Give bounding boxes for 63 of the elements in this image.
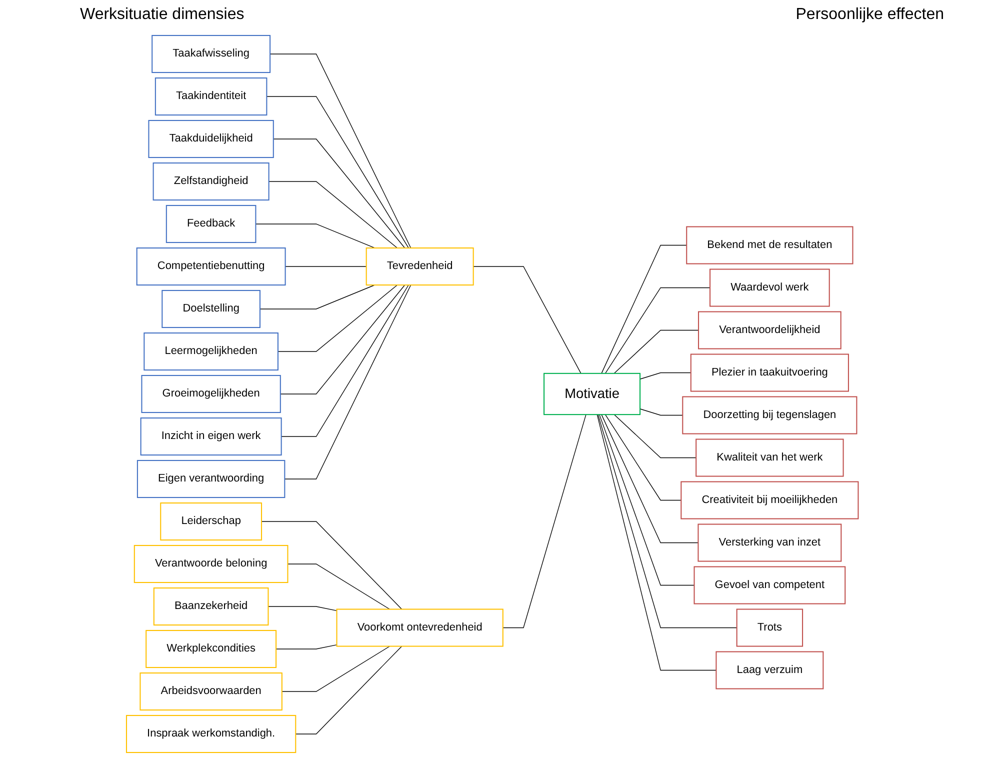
connector <box>598 414 694 586</box>
connector <box>266 96 409 248</box>
node-box: Trots <box>736 608 803 647</box>
node-box: Arbeidsvoorwaarden <box>139 672 282 711</box>
connector <box>600 244 687 374</box>
node-box: Voorkomt ontevredenheid <box>336 608 504 647</box>
connector <box>639 372 691 380</box>
node-box: Kwaliteit van het werk <box>695 438 844 477</box>
column-heading: Werksituatie dimensies <box>80 6 244 25</box>
connector <box>281 646 390 692</box>
node-box: Competentiebenutting <box>136 247 286 286</box>
node-box: Baanzekerheid <box>153 587 268 626</box>
node-box: Inspraak werkomstandigh. <box>126 714 296 754</box>
connector <box>268 181 398 248</box>
connector <box>613 330 698 374</box>
node-box: Taakafwisseling <box>151 34 270 74</box>
node-box: Verantwoordelijkheid <box>698 311 841 350</box>
node-box: Taakindentiteit <box>154 77 267 116</box>
node-box: Tevredenheid <box>365 247 474 286</box>
connector <box>275 644 337 650</box>
connector <box>600 414 698 544</box>
connector <box>472 266 581 374</box>
connector <box>596 414 716 671</box>
connector <box>255 224 375 248</box>
connector <box>277 284 398 352</box>
connector <box>597 414 737 628</box>
node-box: Werkplekcondities <box>145 630 276 668</box>
connector <box>269 54 411 248</box>
node-box: Leiderschap <box>160 502 262 541</box>
connector <box>613 414 696 458</box>
connector <box>268 606 337 612</box>
node-box: Versterking van inzet <box>697 524 842 562</box>
connector <box>259 284 375 310</box>
node-box: Inzicht in eigen werk <box>140 417 282 456</box>
node-box: Verantwoorde beloning <box>134 544 288 584</box>
connector <box>272 138 405 248</box>
connector <box>502 414 586 628</box>
connector <box>639 408 683 416</box>
node-box: Zelfstandigheid <box>152 162 269 201</box>
node-box: Motivatie <box>543 372 640 416</box>
connector <box>280 284 409 437</box>
connector <box>294 646 402 734</box>
connector <box>604 287 710 374</box>
connector <box>604 414 682 501</box>
node-box: Bekend met de resultaten <box>686 226 853 264</box>
connector <box>284 266 366 267</box>
node-box: Creativiteit bij moeilijkheden <box>680 481 858 520</box>
node-box: Taakduidelijkheid <box>148 120 274 158</box>
connector <box>280 284 405 394</box>
connector <box>260 521 402 610</box>
node-box: Gevoel van competent <box>693 566 846 604</box>
node-box: Waardevol werk <box>709 268 830 307</box>
node-box: Eigen verantwoording <box>136 460 285 498</box>
column-heading: Persoonlijke effecten <box>796 6 944 25</box>
node-box: Groeimogelijkheden <box>140 374 281 414</box>
node-box: Doelstelling <box>161 290 260 328</box>
node-box: Plezier in taakuitvoering <box>690 354 849 392</box>
connector <box>287 564 390 610</box>
node-box: Doorzetting bij tegenslagen <box>682 396 857 434</box>
node-box: Feedback <box>166 204 256 244</box>
node-box: Laag verzuim <box>715 651 824 690</box>
connector <box>284 284 411 480</box>
node-box: Leermogelijkheden <box>143 332 278 371</box>
